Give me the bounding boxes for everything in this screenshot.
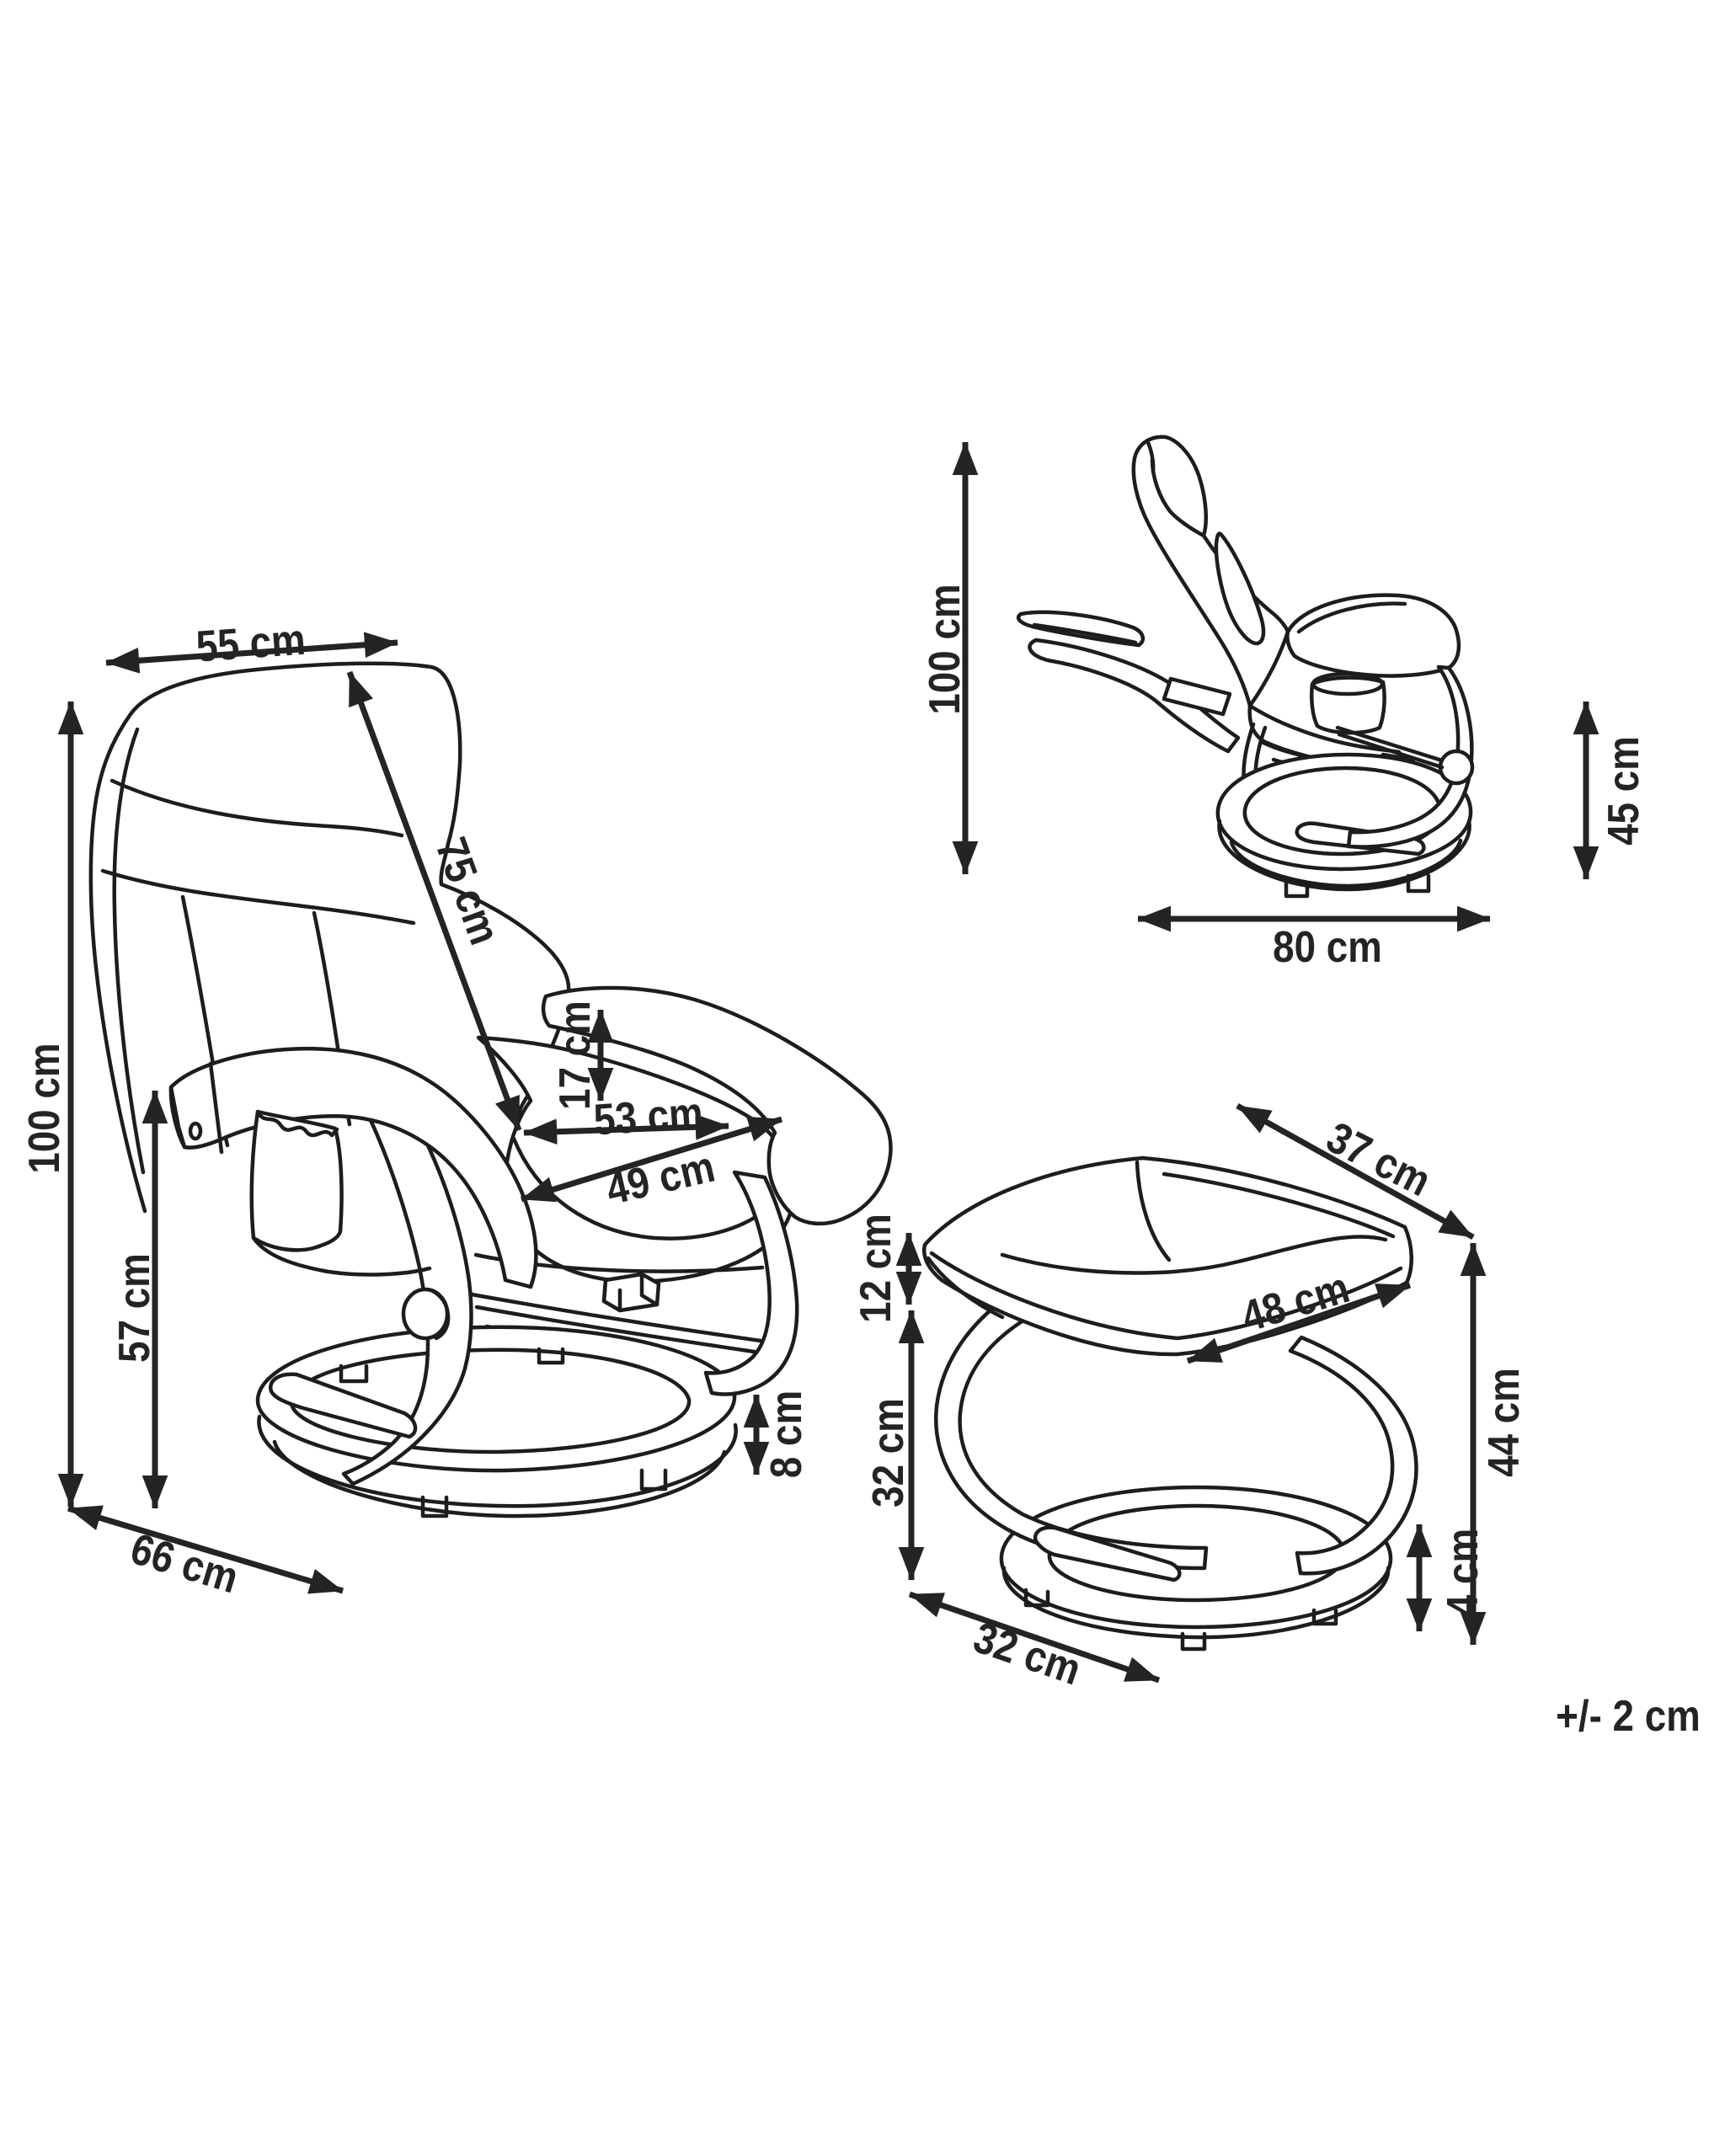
svg-text:4 cm: 4 cm: [1439, 1529, 1487, 1616]
svg-text:53 cm: 53 cm: [592, 1089, 704, 1145]
svg-text:57 cm: 57 cm: [110, 1253, 158, 1363]
svg-text:12 cm: 12 cm: [852, 1214, 900, 1323]
svg-text:45 cm: 45 cm: [1599, 736, 1648, 846]
svg-text:100 cm: 100 cm: [20, 1043, 68, 1173]
svg-text:17 cm: 17 cm: [551, 1001, 599, 1110]
svg-text:44 cm: 44 cm: [1480, 1368, 1528, 1477]
svg-text:100 cm: 100 cm: [921, 584, 969, 714]
svg-text:8 cm: 8 cm: [762, 1390, 810, 1478]
svg-text:55 cm: 55 cm: [195, 616, 307, 671]
svg-text:32 cm: 32 cm: [864, 1398, 912, 1508]
svg-text:80 cm: 80 cm: [1273, 923, 1382, 971]
svg-text:+/- 2 cm: +/- 2 cm: [1556, 1692, 1701, 1740]
